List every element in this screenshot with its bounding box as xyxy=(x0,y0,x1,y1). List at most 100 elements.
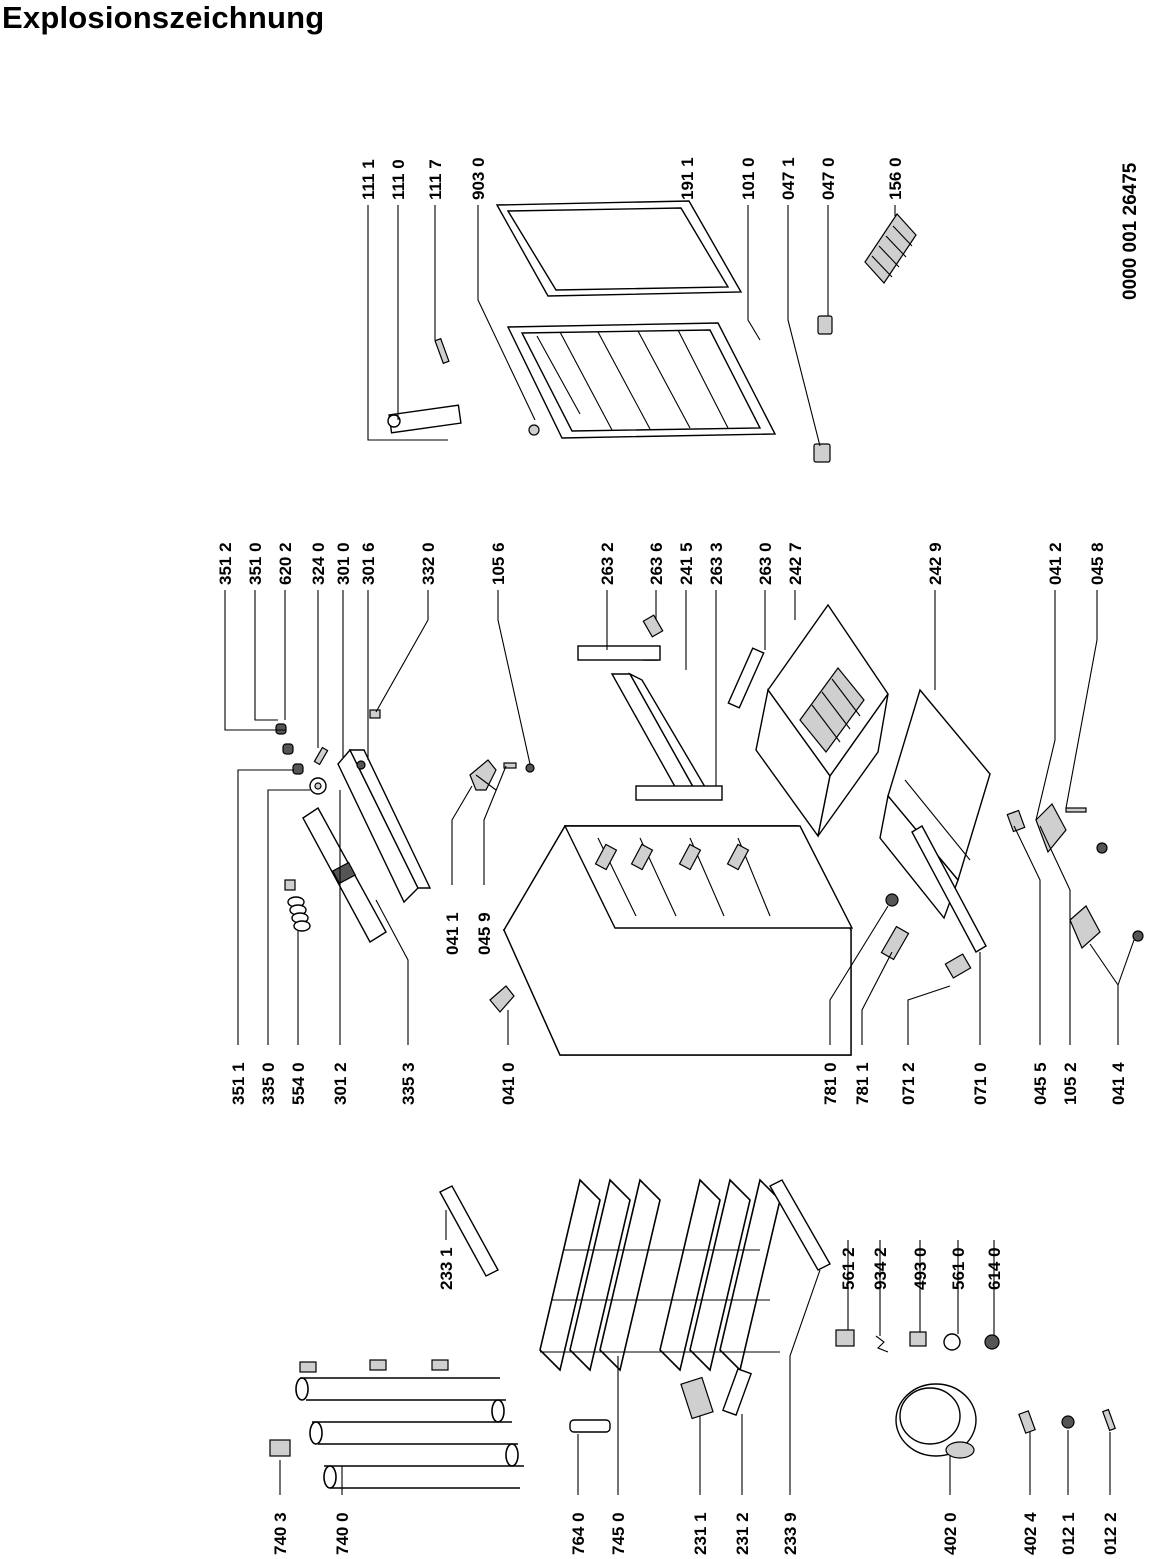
label-041-0: 041 0 xyxy=(499,1062,518,1105)
label-620-2: 620 2 xyxy=(276,542,295,585)
right-hinge-lower xyxy=(1069,905,1101,950)
door xyxy=(506,322,777,439)
drawer-lower xyxy=(879,688,991,920)
label-740-3: 740 3 xyxy=(271,1512,290,1555)
rail-lower xyxy=(769,1179,831,1271)
drawer-upper xyxy=(755,603,889,838)
label-781-0: 781 0 xyxy=(821,1062,840,1105)
pin xyxy=(503,762,517,769)
label-045-5: 045 5 xyxy=(1031,1062,1050,1105)
compressor xyxy=(895,1383,977,1459)
evaporator-rail xyxy=(439,1185,499,1277)
label-561-2: 561 2 xyxy=(839,1247,858,1290)
right-hinge-upper xyxy=(1035,803,1067,854)
starting-capacitor xyxy=(943,1333,961,1351)
label-301-2: 301 2 xyxy=(331,1062,350,1105)
label-781-1: 781 1 xyxy=(853,1062,872,1105)
label-111-1: 111 1 xyxy=(359,159,378,200)
label-402-4: 402 4 xyxy=(1021,1512,1040,1555)
label-351-2: 351 2 xyxy=(216,542,235,585)
label-041-2: 041 2 xyxy=(1046,542,1065,585)
rail-bracket xyxy=(722,1368,752,1416)
top-hinge xyxy=(469,759,497,791)
label-764-0: 764 0 xyxy=(569,1512,588,1555)
clip xyxy=(369,709,381,719)
label-111-0: 111 0 xyxy=(389,159,408,200)
label-324-0: 324 0 xyxy=(309,542,328,585)
label-242-7: 242 7 xyxy=(786,542,805,585)
label-242-9: 242 9 xyxy=(926,542,945,585)
label-402-0: 402 0 xyxy=(941,1512,960,1555)
label-241-5: 241 5 xyxy=(677,542,696,585)
hinge-screw xyxy=(1096,842,1108,854)
evaporator xyxy=(539,1178,781,1372)
label-233-9: 233 9 xyxy=(781,1512,800,1555)
label-614-0: 614 0 xyxy=(985,1247,1004,1290)
handle-cap xyxy=(387,414,401,428)
hinge-cover xyxy=(1006,809,1026,833)
label-071-0: 071 0 xyxy=(971,1062,990,1105)
relay xyxy=(835,1329,855,1347)
clamp xyxy=(875,1335,889,1353)
vent-grille xyxy=(880,925,910,961)
label-047-1: 047 1 xyxy=(779,157,798,200)
hinge-lower xyxy=(813,443,831,463)
handle-strip xyxy=(434,337,450,365)
condenser xyxy=(295,1359,524,1489)
label-263-2: 263 2 xyxy=(598,542,617,585)
condenser-clip xyxy=(269,1439,291,1457)
label-740-0: 740 0 xyxy=(333,1512,352,1555)
hinge-screw-lower xyxy=(1132,930,1144,942)
knob-center xyxy=(314,782,322,790)
label-101-0: 101 0 xyxy=(739,157,758,200)
label-263-3: 263 3 xyxy=(707,542,726,585)
cabinet xyxy=(502,825,854,1056)
label-111-7: 111 7 xyxy=(426,159,445,200)
part-labels: 111 1 111 0 111 7 903 0 191 1 101 0 047 … xyxy=(216,157,1128,1555)
label-934-2: 934 2 xyxy=(871,1247,890,1290)
label-231-1: 231 1 xyxy=(691,1512,710,1555)
contact-strip xyxy=(313,746,329,766)
insulation-pad xyxy=(680,1376,714,1420)
label-332-0: 332 0 xyxy=(419,542,438,585)
label-012-2: 012 2 xyxy=(1101,1512,1120,1555)
label-233-1: 233 1 xyxy=(437,1247,456,1290)
label-045-8: 045 8 xyxy=(1088,542,1107,585)
hinge-upper xyxy=(817,315,833,335)
label-231-2: 231 2 xyxy=(733,1512,752,1555)
control-bracket xyxy=(302,806,387,943)
overload-protector xyxy=(909,1331,927,1347)
lamp-holder xyxy=(282,743,294,755)
leader-lines xyxy=(224,205,1135,1495)
label-351-0: 351 0 xyxy=(246,542,265,585)
label-335-3: 335 3 xyxy=(399,1062,418,1105)
grommet-small xyxy=(984,1334,1000,1350)
label-301-0: 301 0 xyxy=(334,542,353,585)
label-156-0: 156 0 xyxy=(886,157,905,200)
bottom-hinge xyxy=(489,985,515,1013)
label-041-1: 041 1 xyxy=(443,912,462,955)
label-335-0: 335 0 xyxy=(259,1062,278,1105)
fastener xyxy=(356,760,366,770)
label-105-2: 105 2 xyxy=(1061,1062,1080,1105)
label-041-4: 041 4 xyxy=(1109,1062,1128,1105)
label-351-1: 351 1 xyxy=(229,1062,248,1105)
label-105-6: 105 6 xyxy=(489,542,508,585)
grommet xyxy=(885,893,899,907)
label-903-0: 903 0 xyxy=(469,157,488,200)
label-012-1: 012 1 xyxy=(1059,1512,1078,1555)
label-554-0: 554 0 xyxy=(289,1062,308,1105)
control-panel xyxy=(337,748,432,904)
rubber-foot xyxy=(1061,1415,1075,1429)
document-number: 0000 001 26475 xyxy=(1120,162,1141,300)
door-seal xyxy=(495,200,743,297)
door-screw xyxy=(528,424,540,436)
hinge-pin xyxy=(1065,807,1087,813)
door-shelves xyxy=(577,614,765,801)
lamp-cap xyxy=(292,763,304,775)
base-rail xyxy=(911,825,987,979)
switch xyxy=(275,723,287,735)
page-title: Explosionszeichnung xyxy=(2,0,325,35)
label-301-6: 301 6 xyxy=(359,542,378,585)
